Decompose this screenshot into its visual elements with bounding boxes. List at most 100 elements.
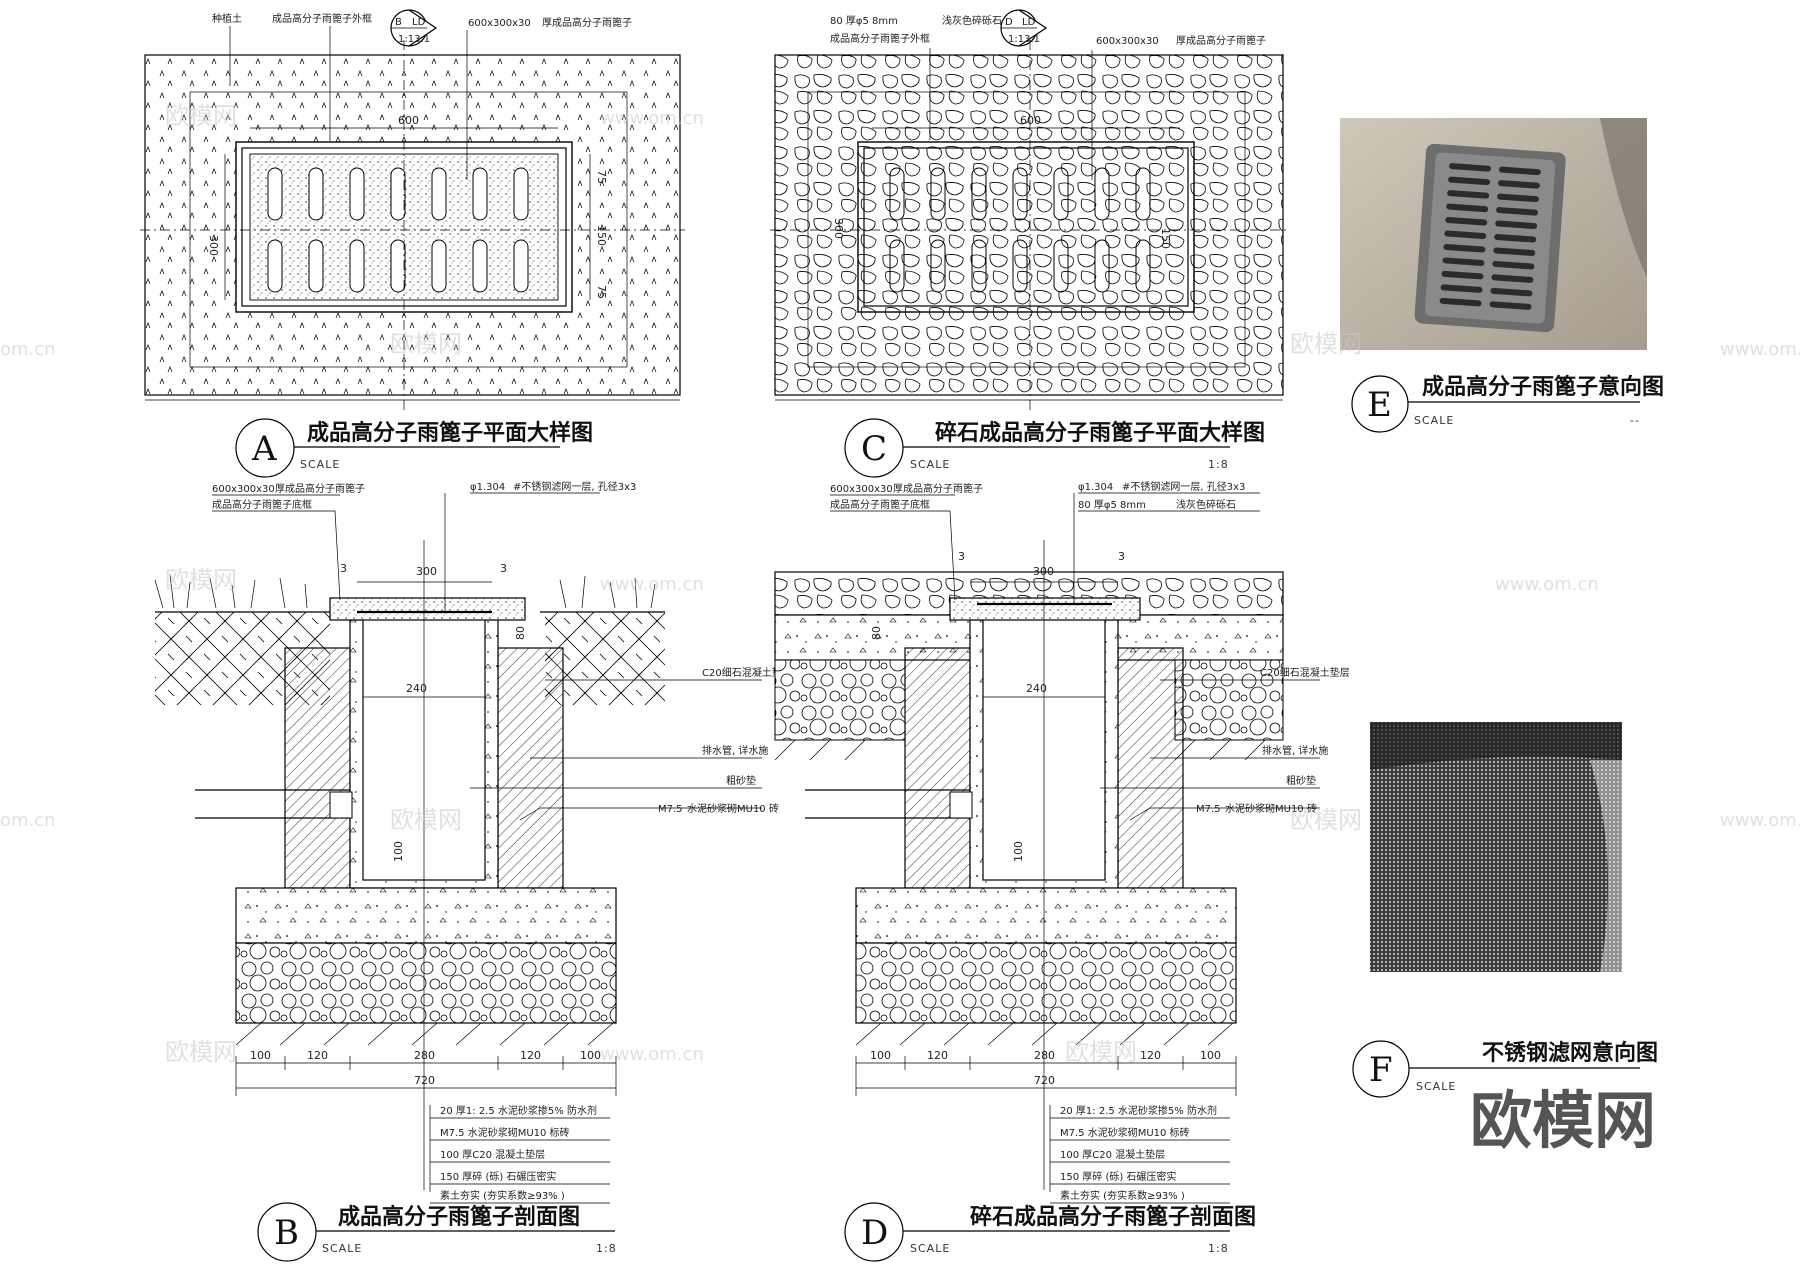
panel-d-dim-bottom-120b: 120 [1140, 1049, 1161, 1062]
panel-d-dim-bottom-120a: 120 [927, 1049, 948, 1062]
panel-b-side-notes: C20细石混凝土垫层 排水管, 详水施 粗砂垫 M7.5 水泥砂浆砌MU10 砖 [470, 666, 792, 821]
panel-d-top-notes: 600x300x30 厚成品高分子雨篦子 成品高分子雨篦子底框 φ1.304 #… [830, 480, 1260, 604]
panel-c-dim-300: 300 [832, 218, 845, 239]
panel-a-dim-600: 600 [398, 114, 419, 127]
panel-c-slot [930, 167, 946, 221]
panel-e-label: E 成品高分子雨篦子意向图 SCALE -- [1351, 374, 1664, 433]
panel-c-marker-sub: 1:13.1 [1008, 34, 1040, 45]
photo-slot [1443, 243, 1486, 253]
panel-d-title: 碎石成品高分子雨篦子剖面图 [970, 1204, 1256, 1230]
watermark-7: 欧模网 [165, 1038, 237, 1066]
watermarks: 欧模网 www.om.cn 欧模网 欧模网 om.cn www.om.cn 欧模… [0, 102, 1800, 1066]
panel-d-bottom-note-5: 素土夯实 (夯实系数≥93% ) [1060, 1189, 1185, 1202]
panel-d-top-note-5: #不锈钢滤网一层, 孔径3x3 [1122, 480, 1245, 493]
panel-e-photo: E 成品高分子雨篦子意向图 SCALE -- [1340, 118, 1664, 433]
panel-c-slot [889, 239, 905, 293]
panel-a-note-4: 厚成品高分子雨篦子 [542, 16, 632, 29]
panel-b-top-note-3: 成品高分子雨篦子底框 [212, 498, 312, 511]
panel-b-dim-bottom-120b: 120 [520, 1049, 541, 1062]
panel-c-slot [1012, 167, 1028, 221]
watermark-url-7: www.om.cn [1720, 810, 1800, 831]
photo-slot [1491, 274, 1534, 283]
panel-c-section-marker: D LD 1:13.1 [1000, 9, 1048, 47]
panel-b-dim-bottom-100b: 100 [580, 1049, 601, 1062]
panel-a-dim-75a: 75 [595, 170, 608, 184]
panel-c-slot [889, 167, 905, 221]
panel-b-top-note-2: 厚成品高分子雨篦子 [275, 482, 365, 495]
brand-logo-text: 欧模网 [1470, 1084, 1656, 1157]
watermark-3: 欧模网 [1290, 330, 1362, 358]
panel-a-dim-300: 300 [207, 235, 220, 256]
panel-a-slot [431, 167, 447, 221]
panel-d-side-note-4: M7.5 [1196, 804, 1221, 815]
panel-c-note-3: 成品高分子雨篦子外框 [830, 32, 930, 45]
panel-e-scale-label: SCALE [1414, 414, 1454, 427]
panel-a-label: A 成品高分子雨篦子平面大样图 SCALE [235, 418, 593, 478]
panel-c-slot [1094, 167, 1110, 221]
photo-slot [1497, 180, 1540, 189]
panel-a-scale-label: SCALE [300, 458, 340, 471]
panel-c-slot [1135, 167, 1151, 221]
panel-a-marker-sub: 1:13.1 [398, 34, 430, 45]
panel-d-dim-bottom-100b: 100 [1200, 1049, 1221, 1062]
panel-a-note-3: 600x300x30 [468, 18, 531, 29]
panel-c-plan: 600 300 150 80 厚φ5 8mm 浅灰色碎砾石 成品高分子雨篦子外框… [770, 9, 1290, 478]
panel-d-bottom-note-3: 100 厚C20 混凝土垫层 [1060, 1148, 1165, 1161]
panel-b-dim-80: 80 [514, 626, 527, 640]
panel-b-letter: B [274, 1213, 299, 1253]
panel-d-side-note-3: 粗砂垫 [1286, 774, 1316, 787]
panel-c-slot [1053, 167, 1069, 221]
panel-b-side-note-5: 水泥砂浆砌MU10 砖 [687, 802, 779, 815]
panel-c-dim-600: 600 [1020, 114, 1041, 127]
panel-d-bottom-note-2: M7.5 水泥砂浆砌MU10 标砖 [1060, 1126, 1190, 1139]
panel-b-dim-bottom-100a: 100 [250, 1049, 271, 1062]
panel-e-title: 成品高分子雨篦子意向图 [1422, 374, 1664, 400]
panel-c-note-1: 80 厚φ5 8mm [830, 15, 898, 27]
panel-d-dim-bottom-720: 720 [1034, 1074, 1055, 1087]
photo-slot [1444, 230, 1487, 240]
panel-d-bottom-notes: 20 厚1: 2.5 水泥砂浆掺5% 防水剂 M7.5 水泥砂浆砌MU10 标砖… [1049, 1104, 1230, 1204]
watermark-url-5: www.om.cn [1495, 574, 1599, 595]
panel-d-label: D 碎石成品高分子雨篦子剖面图 SCALE 1:8 [844, 1202, 1256, 1262]
panel-c-scale-value: 1:8 [1208, 458, 1229, 471]
panel-d-top-note-7: 浅灰色碎砾石 [1176, 498, 1236, 511]
panel-b-dim-bottom-280: 280 [414, 1049, 435, 1062]
panel-b-dim-100: 100 [392, 841, 405, 862]
panel-a-marker-letter: B [395, 17, 402, 28]
watermark-6: 欧模网 [1290, 806, 1362, 834]
panel-f-title: 不锈钢滤网意向图 [1482, 1040, 1658, 1066]
panel-b-bottom-note-5: 素土夯实 (夯实系数≥93% ) [440, 1189, 565, 1202]
panel-a-title: 成品高分子雨篦子平面大样图 [307, 420, 593, 446]
photo-slot [1497, 193, 1539, 203]
photo-slot [1490, 287, 1533, 297]
panel-c-slot [930, 239, 946, 293]
photo-slot [1445, 217, 1488, 226]
panel-c-note-5: 厚成品高分子雨篦子 [1176, 34, 1266, 47]
panel-c-label: C 碎石成品高分子雨篦子平面大样图 SCALE 1:8 [844, 418, 1265, 478]
photo-slot [1492, 260, 1535, 270]
panel-a-dim-150: 150 [595, 225, 608, 246]
photo-slot [1440, 284, 1483, 293]
photo-slot [1493, 247, 1536, 256]
panel-b-top-notes: 600x300x30 厚成品高分子雨篦子 成品高分子雨篦子底框 φ1.304 #… [212, 480, 636, 612]
panel-d-top-note-6: 80 厚φ5 8mm [1078, 499, 1146, 511]
panel-d-dim-80: 80 [870, 626, 883, 640]
panel-c-note-2: 浅灰色碎砾石 [942, 14, 1002, 27]
panel-a-slot [390, 167, 406, 221]
photo-slot [1447, 190, 1490, 199]
panel-b-top-note-4: φ1.304 [470, 482, 505, 493]
panel-a-note-1: 种植土 [212, 12, 242, 25]
panel-b-dim-3b: 3 [500, 562, 507, 575]
panel-f-photo: F 不锈钢滤网意向图 SCALE [1352, 722, 1658, 1098]
panel-d-side-notes: C20细石混凝土垫层 排水管, 详水施 粗砂垫 M7.5 水泥砂浆砌MU10 砖 [1100, 666, 1350, 821]
panel-c-slots [889, 167, 1151, 293]
panel-a-slots [267, 167, 529, 293]
panel-b-dim-240: 240 [406, 682, 427, 695]
panel-a-slot [267, 239, 283, 293]
watermark-1: 欧模网 [165, 102, 237, 130]
watermark-url-1: www.om.cn [600, 108, 704, 129]
panel-b-side-note-1: C20细石混凝土垫层 [702, 666, 792, 679]
panel-d-bottom-note-4: 150 厚碎 (砾) 石碾压密实 [1060, 1170, 1176, 1183]
watermark-url-3: www.om.cn [1720, 339, 1800, 360]
panel-b-section: 300 240 80 100 3 3 100 120 280 120 100 7… [154, 480, 792, 1262]
